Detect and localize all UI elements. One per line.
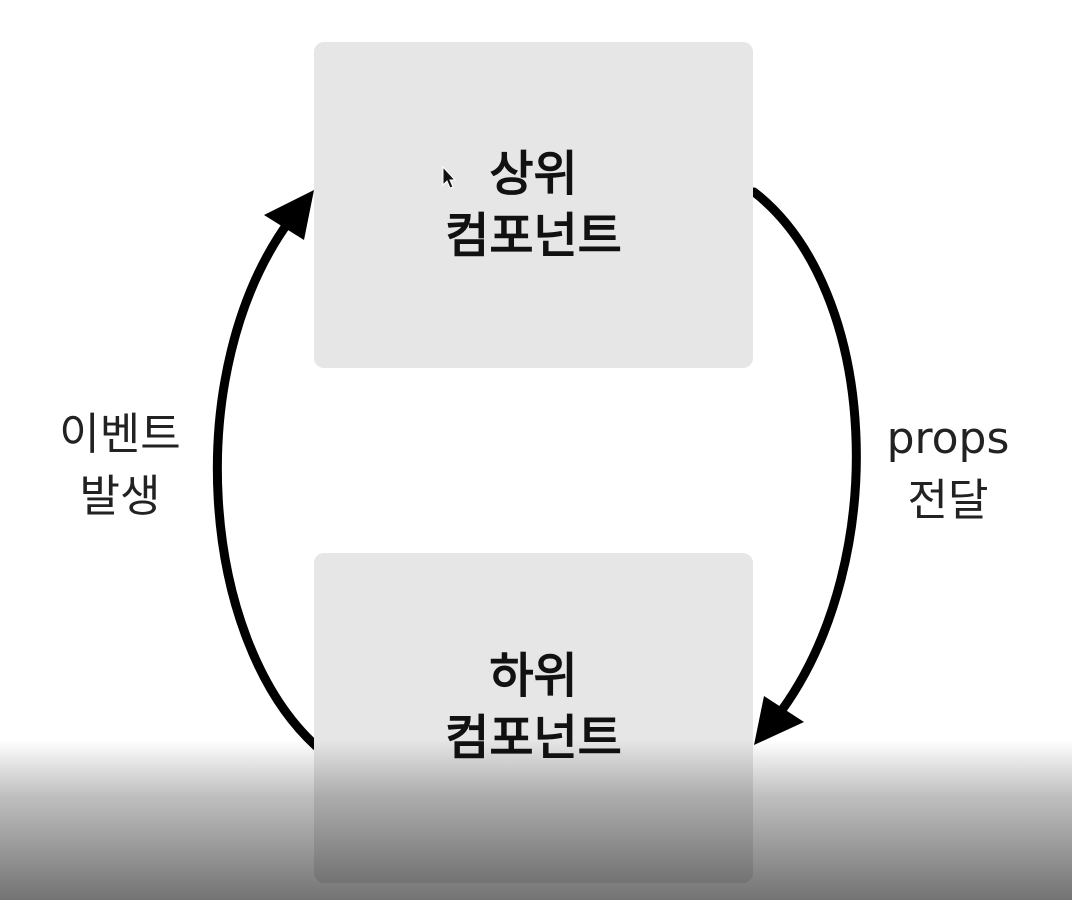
props-label-line2: 전달 xyxy=(907,475,989,526)
arrow-down-icon xyxy=(754,696,804,745)
mouse-pointer-icon xyxy=(442,166,456,189)
event-label: 이벤트 발생 xyxy=(40,404,200,528)
props-arrow-path xyxy=(749,187,861,715)
props-label-line1: props xyxy=(886,413,1010,464)
child-box-line2: 컴포넌트 xyxy=(445,710,622,766)
event-label-line2: 발생 xyxy=(79,471,161,522)
child-box-line1: 하위 xyxy=(489,648,578,704)
event-arrow-path xyxy=(212,215,321,751)
props-label: props 전달 xyxy=(868,408,1028,532)
parent-box-line2: 컴포넌트 xyxy=(445,208,622,264)
parent-box-line1: 상위 xyxy=(489,146,578,202)
child-component-box: 하위 컴포넌트 xyxy=(314,553,753,883)
arrow-up-icon xyxy=(264,190,314,240)
event-label-line1: 이벤트 xyxy=(59,409,181,460)
parent-component-box: 상위 컴포넌트 xyxy=(314,42,753,368)
